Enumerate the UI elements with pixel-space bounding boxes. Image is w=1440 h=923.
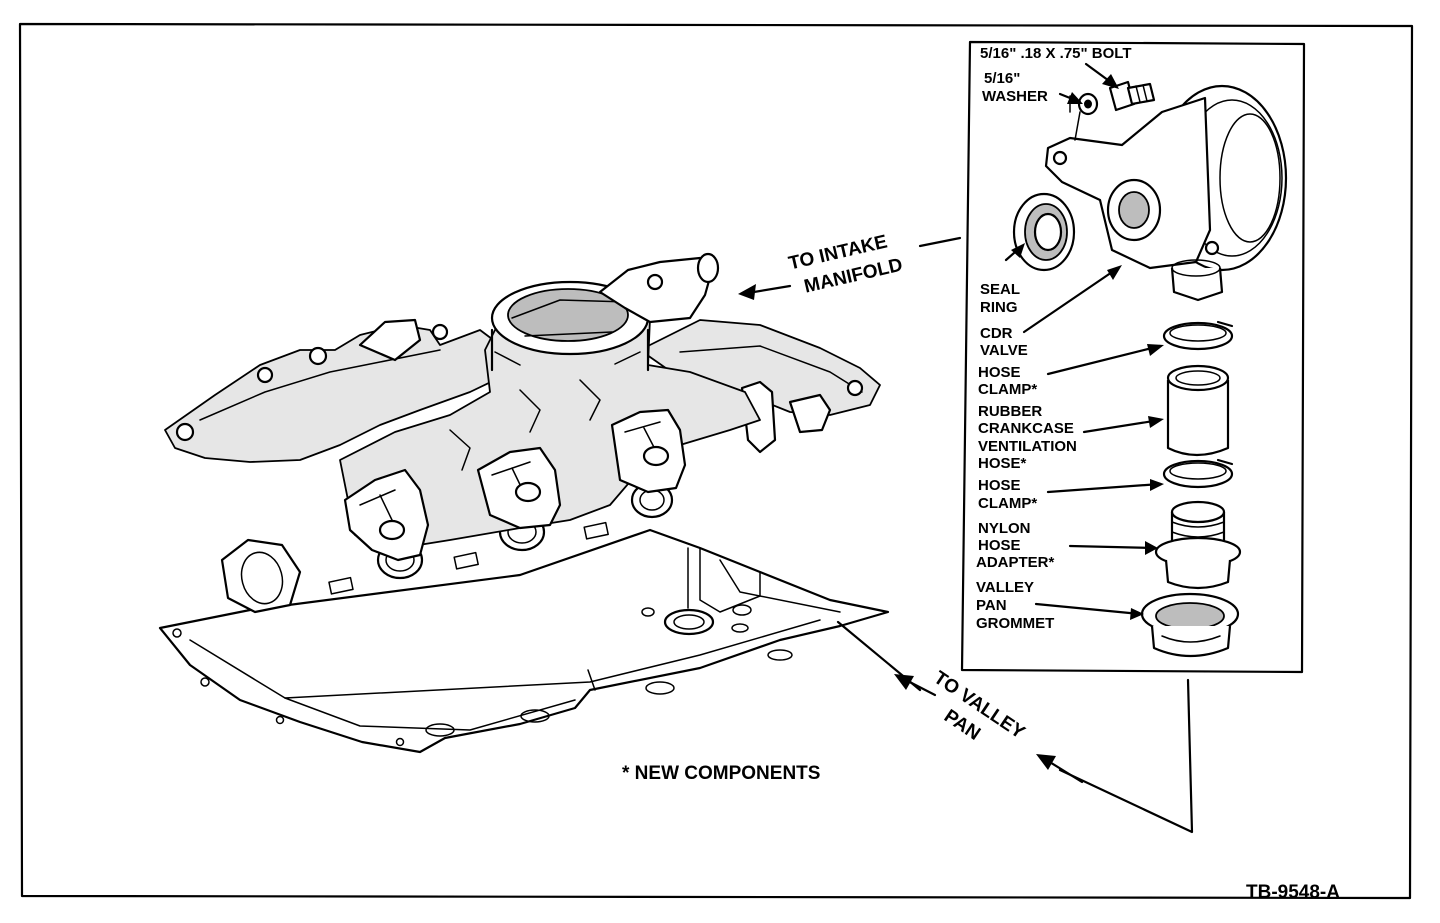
- label-hose-clamp-lower-2: CLAMP*: [978, 495, 1037, 512]
- bolt: [1108, 80, 1156, 112]
- label-cdr-valve-1: CDR: [980, 325, 1013, 342]
- label-hose-clamp-lower-1: HOSE: [978, 477, 1021, 494]
- note-new-components: * NEW COMPONENTS: [622, 763, 820, 784]
- label-washer-1: 5/16": [984, 70, 1020, 87]
- upper-plenum: [339, 294, 761, 549]
- seal-ring: [1012, 192, 1076, 272]
- rubber-hose: [1166, 364, 1230, 457]
- inset-labels: 5/16" .18 X .75" BOLT 5/16" WASHER SEAL …: [976, 45, 1132, 632]
- leader-inset-bottom: [1058, 678, 1194, 834]
- nylon-adapter: [1154, 500, 1242, 590]
- detail-inset-box: [960, 40, 1306, 674]
- runner-fingers: [343, 379, 687, 562]
- label-nylon-adapter-1: NYLON: [978, 520, 1031, 537]
- label-nylon-adapter-2: HOSE: [978, 537, 1021, 554]
- label-seal-ring-1: SEAL: [980, 281, 1020, 298]
- inset-parts: [1004, 62, 1288, 658]
- figure-id: TB-9548-A: [1246, 882, 1340, 903]
- callout-to-intake: TO INTAKE MANIFOLD: [787, 231, 905, 297]
- washer: [1077, 92, 1099, 116]
- outer-frame: [18, 22, 1414, 900]
- label-bolt: 5/16" .18 X .75" BOLT: [980, 45, 1132, 62]
- callout-to-valley: TO VALLEY PAN: [930, 667, 1029, 744]
- hose-clamp-lower: [1162, 458, 1234, 489]
- label-hose-clamp-upper-1: HOSE: [978, 364, 1021, 381]
- label-cdr-valve-2: VALVE: [980, 342, 1028, 359]
- manifold-assembly-drawing: [158, 252, 890, 754]
- label-seal-ring-2: RING: [980, 299, 1018, 316]
- label-valley-grommet-2: PAN: [976, 597, 1007, 614]
- valley-pan-plate: [158, 528, 890, 754]
- label-washer-2: WASHER: [982, 88, 1048, 105]
- label-rubber-hose-2: CRANKCASE: [978, 420, 1074, 437]
- label-nylon-adapter-3: ADAPTER*: [976, 554, 1055, 571]
- valley-pan-grommet: [1140, 592, 1240, 658]
- inset-leaders: [1004, 62, 1164, 620]
- label-rubber-hose-3: VENTILATION: [978, 438, 1077, 455]
- label-hose-clamp-upper-2: CLAMP*: [978, 381, 1037, 398]
- label-valley-grommet-1: VALLEY: [976, 579, 1034, 596]
- label-rubber-hose-4: HOSE*: [978, 455, 1027, 472]
- label-rubber-hose-1: RUBBER: [978, 403, 1042, 420]
- label-valley-grommet-3: GROMMET: [976, 615, 1054, 632]
- leader-intake: [918, 236, 962, 248]
- hose-clamp-upper: [1162, 320, 1234, 351]
